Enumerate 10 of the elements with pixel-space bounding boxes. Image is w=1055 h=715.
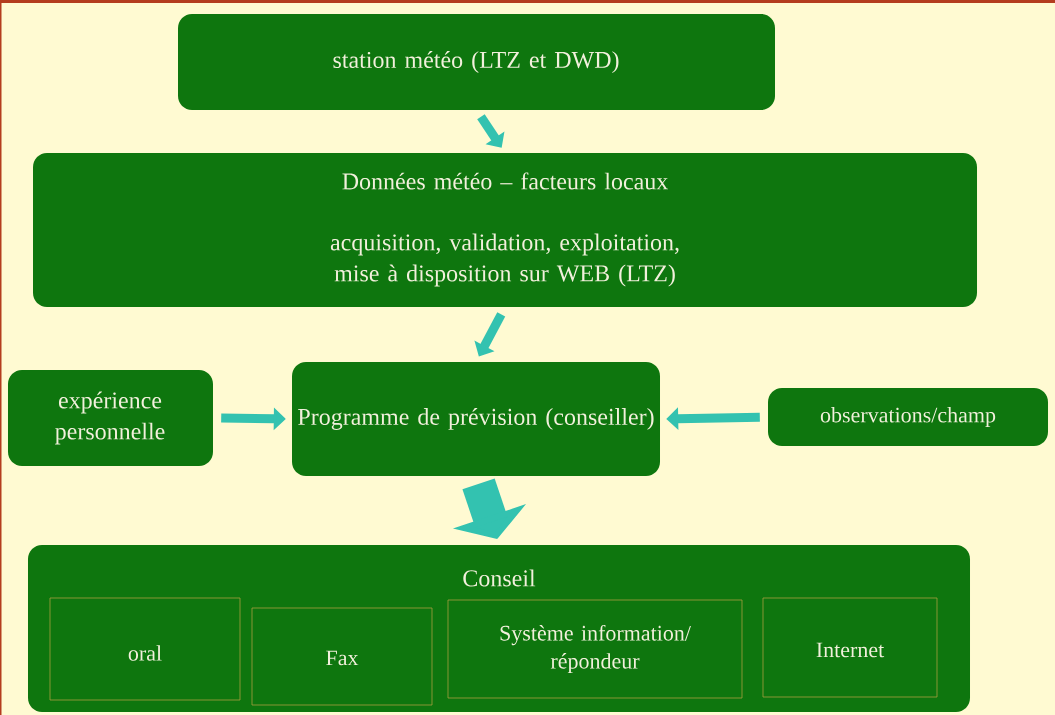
process-box: expérience personnelle	[8, 370, 213, 466]
process-box: Données météo – facteurs locaux acquisition, validation, exploitation, mise à disposition sur WEB (LTZ)	[33, 153, 977, 307]
process-box: Programme de prévision (conseiller)	[292, 362, 660, 476]
process-box: observations/champ	[768, 388, 1048, 446]
arrow	[477, 114, 505, 148]
process-box: station météo (LTZ et DWD)	[178, 14, 775, 110]
channel-box: Internet	[762, 597, 938, 698]
channel-box: Système information/ répondeur	[447, 599, 743, 699]
channel-box: oral	[49, 597, 241, 701]
channel-box: Fax	[251, 607, 433, 706]
